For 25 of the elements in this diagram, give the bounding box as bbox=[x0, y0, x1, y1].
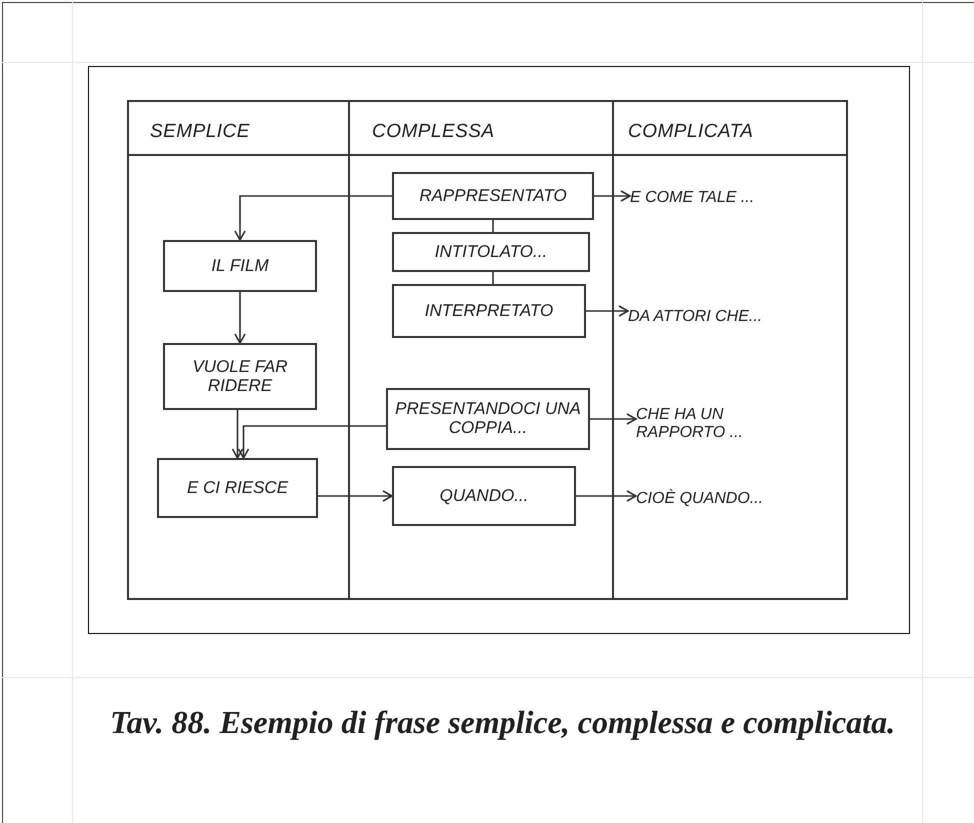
process-box: INTERPRETATO bbox=[392, 284, 586, 338]
process-box: VUOLE FAR RIDERE bbox=[163, 343, 317, 410]
arrow bbox=[234, 195, 392, 241]
column-header: COMPLESSA bbox=[372, 120, 495, 144]
process-box: INTITOLATO... bbox=[392, 232, 590, 272]
arrow bbox=[590, 413, 637, 425]
arrow bbox=[232, 410, 244, 459]
note-text: E COME TALE ... bbox=[630, 184, 840, 212]
arrow bbox=[238, 425, 386, 459]
column-header: COMPLICATA bbox=[628, 120, 754, 144]
process-box: E CI RIESCE bbox=[157, 458, 318, 518]
process-box: QUANDO... bbox=[392, 466, 576, 526]
arrow bbox=[594, 190, 631, 202]
arrow bbox=[586, 305, 629, 317]
process-box: IL FILM bbox=[163, 240, 317, 292]
arrow bbox=[318, 490, 393, 502]
arrow bbox=[576, 490, 637, 502]
note-text: DA ATTORI CHE... bbox=[628, 300, 842, 334]
column-header: SEMPLICE bbox=[150, 120, 250, 144]
process-box: RAPPRESENTATO bbox=[392, 172, 594, 220]
arrow bbox=[234, 292, 246, 344]
caption: Tav. 88. Esempio di frase semplice, complessa e complicata. bbox=[110, 703, 896, 742]
note-text: CHE HA UN RAPPORTO ... bbox=[636, 398, 786, 450]
note-text: CIOÈ QUANDO... bbox=[636, 484, 846, 514]
process-box: PRESENTANDOCI UNA COPPIA... bbox=[386, 388, 590, 450]
